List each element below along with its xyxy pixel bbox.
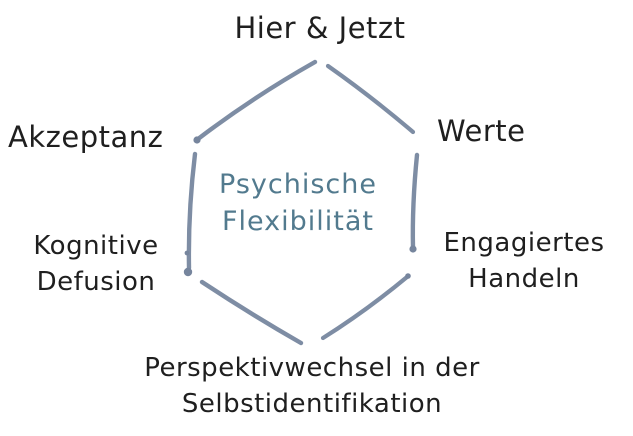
center-title-psychische-flexibilitaet: Psychische Flexibilität [219, 169, 377, 238]
edge-right [410, 152, 420, 251]
vertex-dot-lower-left [183, 267, 193, 277]
node-label-hier-und-jetzt: Hier & Jetzt [234, 11, 406, 45]
hexagon-edges [186, 59, 420, 346]
node-label-akzeptanz: Akzeptanz [8, 120, 164, 154]
node-label-engagiertes-handeln: Engagiertes Handeln [443, 228, 605, 294]
edge-bottom-right [320, 274, 410, 341]
node-label-perspektivwechsel: Perspektivwechsel in der Selbstidentifik… [144, 353, 480, 419]
vertex-dot-left-mid [184, 250, 190, 256]
node-label-kognitive-defusion: Kognitive Defusion [33, 231, 159, 297]
vertex-dot-lower-right [405, 273, 411, 279]
edge-bottom-left [199, 279, 304, 346]
hexagon-vertex-dots [183, 136, 417, 279]
node-label-werte: Werte [437, 114, 526, 148]
edge-top-left [195, 59, 318, 142]
edge-top-right [325, 63, 416, 135]
edge-left [186, 151, 198, 271]
vertex-dot-right-lower [409, 245, 417, 253]
vertex-dot-upper-left [193, 136, 201, 144]
